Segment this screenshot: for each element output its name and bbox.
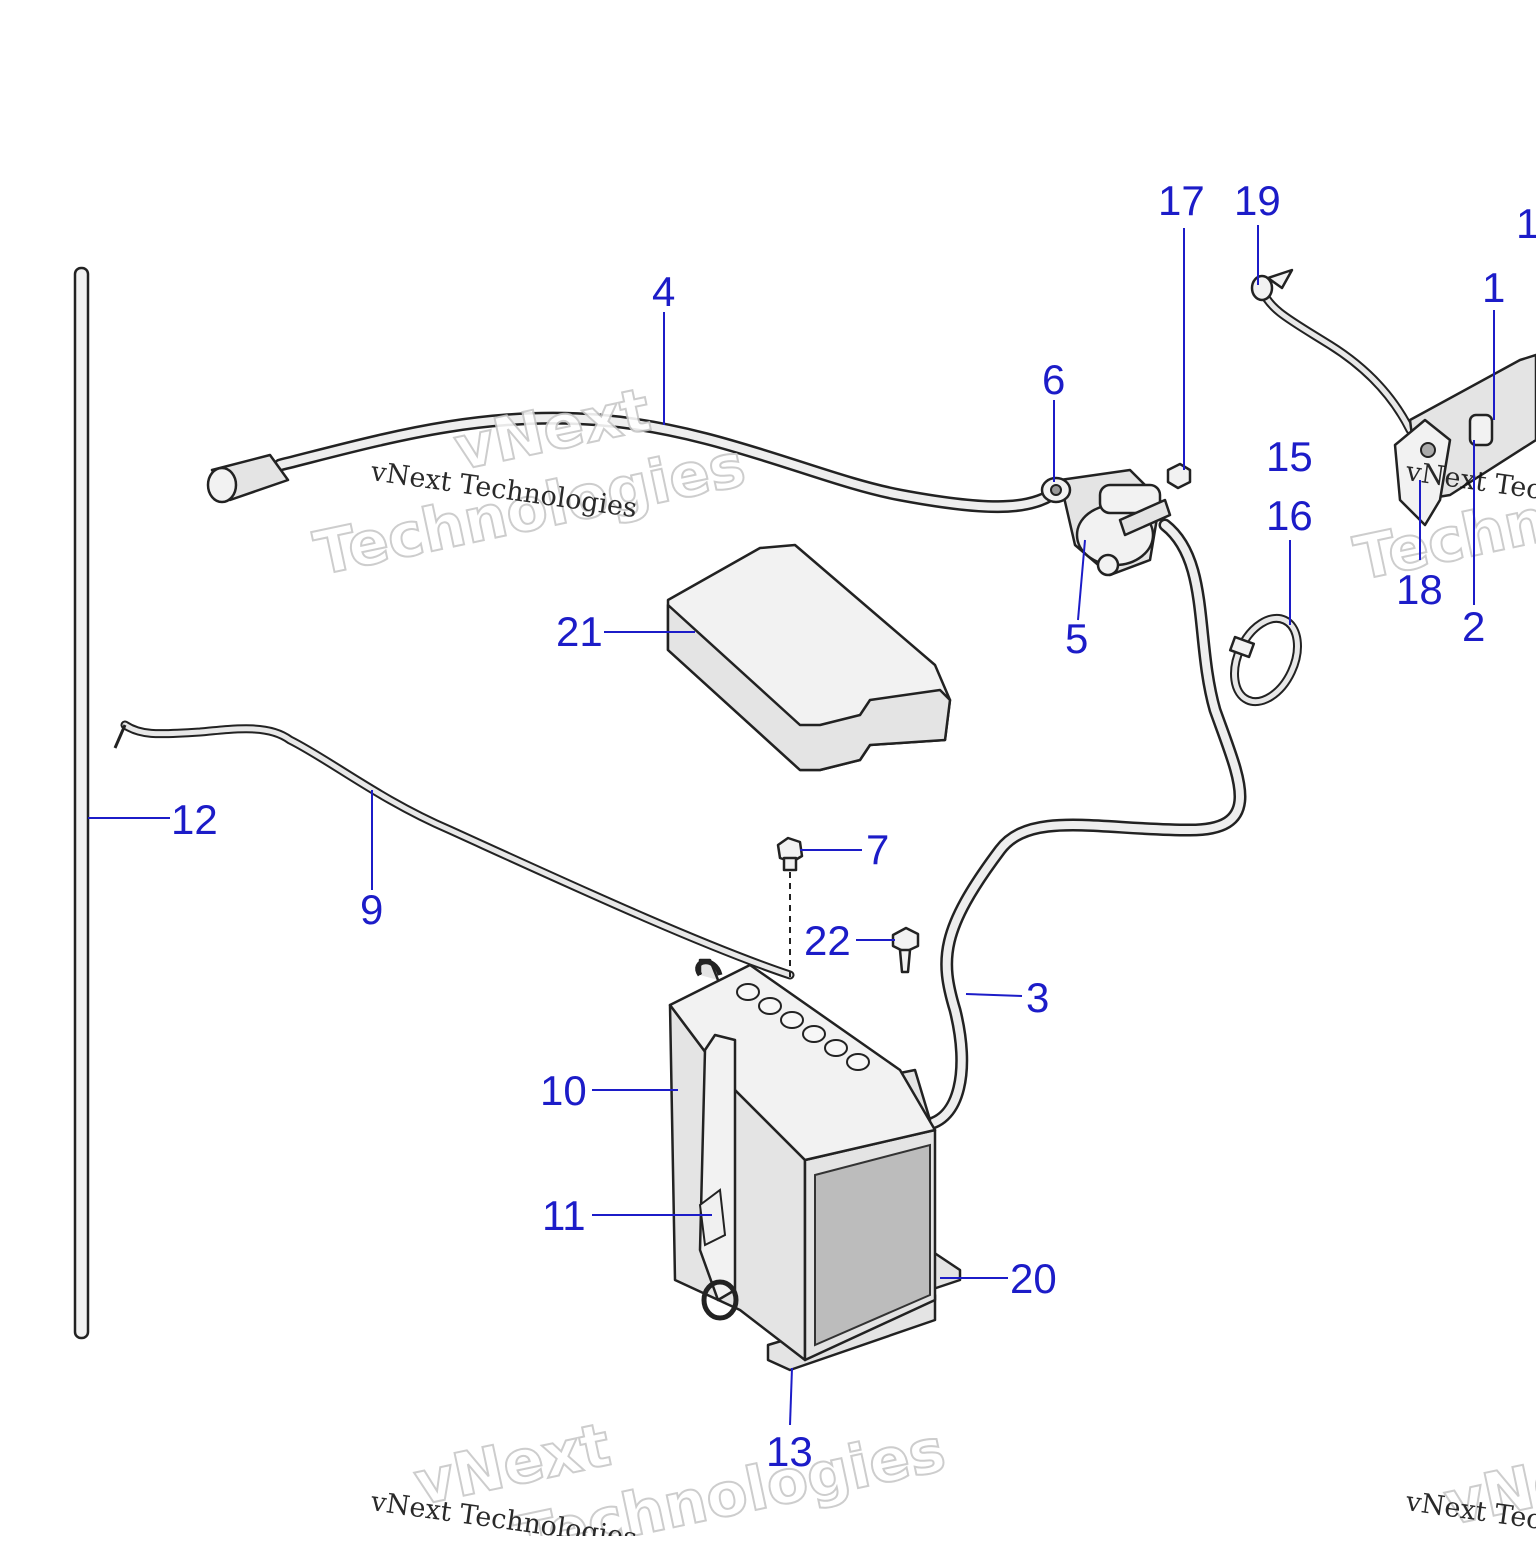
callout-13: 13 [766,1428,813,1475]
nut-part-17 [1166,462,1192,490]
strap-part-11 [695,959,739,1321]
leader-5 [1077,539,1086,621]
callout-22: 22 [804,917,851,964]
watermark: vNext Technologies vNext Technologies Te… [308,374,1536,1541]
callout-16: 16 [1266,492,1313,539]
solenoid-part-5 [1058,468,1172,577]
callout-15: 15 [1266,433,1313,480]
tie-strap-part-16 [1228,613,1302,707]
callout-9: 9 [360,886,383,933]
callout-7: 7 [866,826,889,873]
callout-12: 12 [171,796,218,843]
leader-lines [88,225,1495,1426]
callout-1: 1 [1482,264,1505,311]
bolt-part-7 [776,836,804,980]
callout-5: 5 [1065,615,1088,662]
callout-20: 20 [1010,1255,1057,1302]
callout-11: 11 [542,1192,586,1239]
callout-18: 18 [1396,566,1443,613]
callout-1-top: 1 [1516,200,1536,247]
callout-21: 21 [556,608,603,655]
callout-labels: 4 6 5 17 19 1 1 15 16 18 2 21 12 9 7 22 … [171,177,1536,1475]
callout-2: 2 [1462,603,1485,650]
cover-part-21 [666,543,952,772]
callout-4: 4 [652,268,675,315]
terminal-part-6 [1040,476,1072,504]
vent-tube-part-9 [113,720,795,980]
callout-3: 3 [1026,974,1049,1021]
leader-13 [789,1367,793,1426]
callout-10: 10 [540,1067,587,1114]
callout-17: 17 [1158,177,1205,224]
bolt-part-22 [891,926,920,974]
leader-3 [965,993,1023,997]
cable-part-4 [206,411,1062,514]
callout-19: 19 [1234,177,1281,224]
rod-part-12 [73,266,90,1340]
bracket-part-19 [1250,268,1415,435]
callout-6: 6 [1042,356,1065,403]
fastener-part-2 [1468,413,1494,447]
